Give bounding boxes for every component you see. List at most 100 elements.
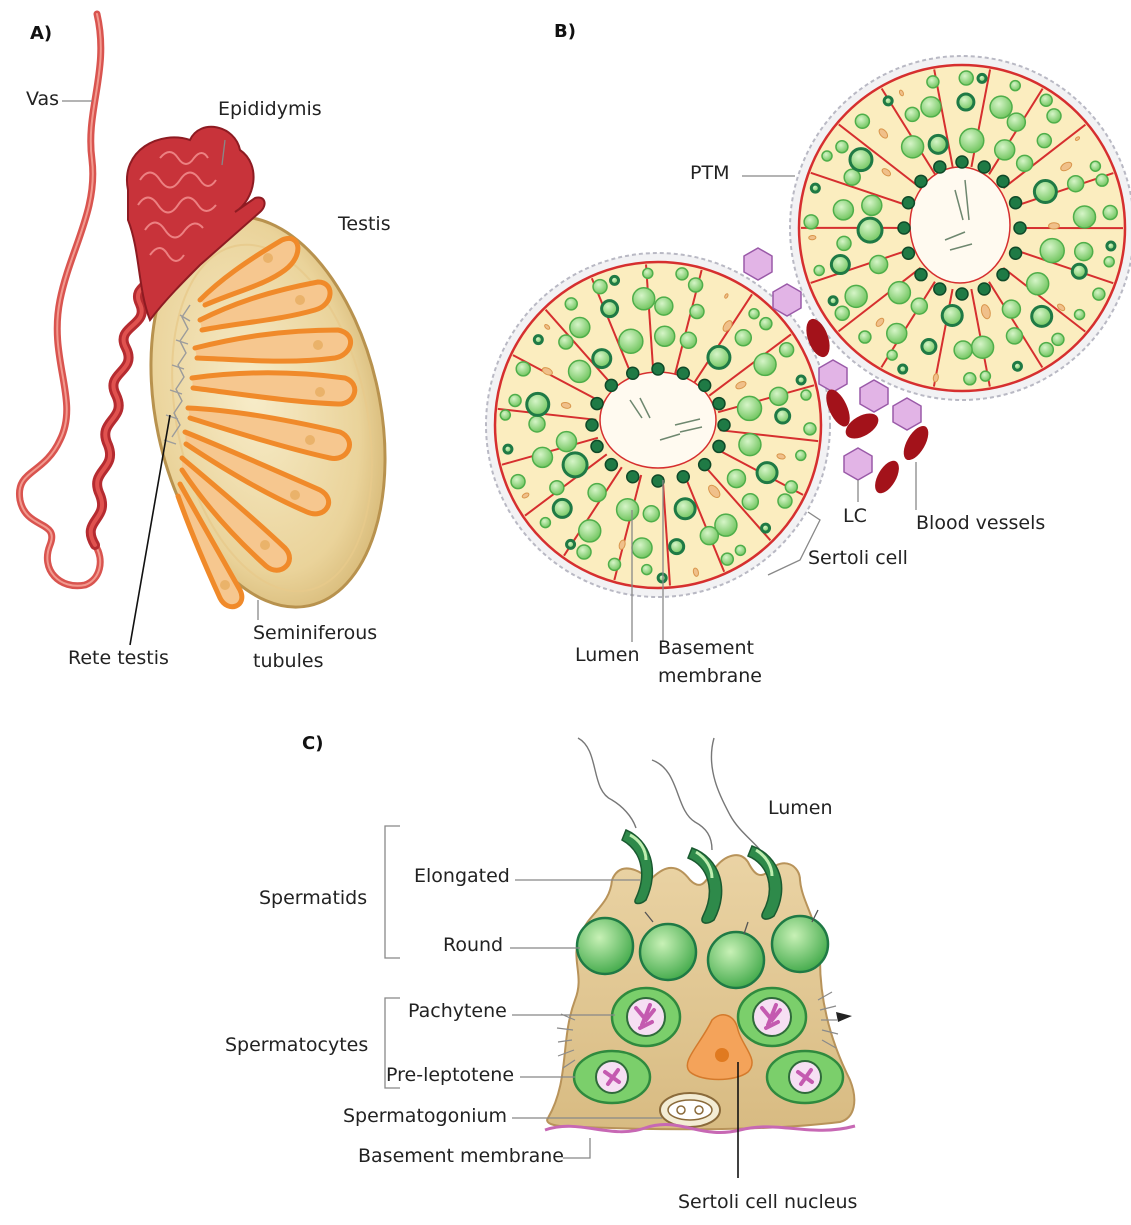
spermatid: [956, 288, 968, 300]
label-blood-vessels: Blood vessels: [916, 513, 1045, 535]
germ-cell: [770, 387, 788, 405]
germ-cell: [829, 297, 837, 305]
germ-cell: [511, 475, 525, 489]
germ-cell: [675, 499, 695, 519]
label-lumen-c: Lumen: [768, 798, 833, 820]
germ-cell: [760, 318, 772, 330]
spermatid: [699, 459, 711, 471]
germ-cell: [778, 494, 792, 508]
spermatid-tails: [578, 738, 762, 852]
label-rete-testis: Rete testis: [68, 648, 169, 670]
spermatid: [627, 471, 639, 483]
tubule-cross-section-right: [790, 56, 1131, 400]
spermatid: [718, 419, 730, 431]
germ-cell: [954, 341, 972, 359]
germ-cell: [749, 309, 759, 319]
germ-cell: [1096, 174, 1108, 186]
germ-cell: [680, 332, 696, 348]
spermatid: [677, 471, 689, 483]
label-lc: LC: [843, 506, 867, 528]
germ-cell: [632, 538, 652, 558]
label-basement-membrane-c: Basement membrane: [358, 1146, 564, 1168]
germ-cell: [670, 540, 684, 554]
germ-cell: [1027, 273, 1049, 295]
germ-cell: [593, 280, 607, 294]
germ-cell: [569, 360, 591, 382]
germ-cell: [980, 371, 990, 381]
germ-cell: [964, 373, 976, 385]
spermatid: [652, 475, 664, 487]
germ-cell: [516, 362, 530, 376]
label-elongated: Elongated: [414, 866, 510, 888]
germ-cell: [1090, 161, 1100, 171]
spermatogonium-cell: [660, 1093, 720, 1127]
germ-cell: [579, 520, 601, 542]
germ-cell: [754, 353, 776, 375]
spermatid: [605, 459, 617, 471]
germ-cell: [1006, 328, 1022, 344]
spermatid: [627, 367, 639, 379]
germ-cell: [617, 499, 639, 521]
germ-cell: [588, 484, 606, 502]
germ-cell: [978, 74, 986, 82]
germ-cell: [833, 200, 853, 220]
germ-cell: [855, 114, 869, 128]
spermatid: [1010, 197, 1022, 209]
label-sertoli-cell: Sertoli cell: [808, 548, 908, 570]
germ-cell: [776, 409, 790, 423]
germ-cell: [899, 365, 907, 373]
germ-cell: [887, 350, 897, 360]
germ-cell: [534, 336, 542, 344]
germ-cell: [922, 339, 936, 353]
label-ptm: PTM: [690, 163, 729, 185]
sertoli-nucleus: [1049, 223, 1060, 230]
label-seminiferous: Seminiferous: [253, 623, 377, 645]
label-spermatocytes: Spermatocytes: [225, 1035, 368, 1057]
germ-cell: [797, 376, 805, 384]
germ-cell: [509, 394, 521, 406]
germ-cell: [742, 494, 758, 510]
germ-cell: [570, 317, 590, 337]
label-vas: Vas: [26, 89, 59, 111]
germ-cell: [563, 453, 587, 477]
label-lumen-b: Lumen: [575, 645, 640, 667]
spermatid: [1014, 222, 1026, 234]
germ-cell: [845, 285, 867, 307]
spermatid: [956, 156, 968, 168]
germ-cell: [835, 306, 849, 320]
germ-cell: [902, 136, 924, 158]
spermatid: [713, 398, 725, 410]
germ-cell: [559, 335, 573, 349]
label-spermatogonium: Spermatogonium: [343, 1106, 507, 1128]
spermatid: [934, 283, 946, 295]
germ-cell: [796, 450, 806, 460]
sertoli-nucleus: [809, 235, 816, 240]
label-pachytene: Pachytene: [408, 1001, 507, 1023]
germ-cell: [727, 470, 745, 488]
germ-cell: [689, 278, 703, 292]
germ-cell: [859, 331, 871, 343]
germ-cell: [529, 416, 545, 432]
germ-cell: [1037, 134, 1051, 148]
germ-cell: [811, 184, 819, 192]
germ-cell: [611, 276, 619, 284]
germ-cell: [735, 545, 745, 555]
spermatid: [699, 379, 711, 391]
germ-cell: [888, 282, 910, 304]
germ-cell: [757, 463, 777, 483]
spermatid: [591, 398, 603, 410]
germ-cell: [658, 574, 666, 582]
germ-cell: [887, 323, 907, 343]
germ-cell: [1104, 257, 1114, 267]
germ-cell: [739, 434, 761, 456]
germ-cell: [1074, 206, 1096, 228]
spermatid: [902, 197, 914, 209]
germ-cell: [550, 481, 564, 495]
germ-cell: [804, 423, 816, 435]
germ-cell: [1040, 239, 1064, 263]
germ-cell: [1034, 181, 1056, 203]
spermatid: [591, 440, 603, 452]
germ-cell: [633, 288, 655, 310]
germ-cell: [814, 265, 824, 275]
